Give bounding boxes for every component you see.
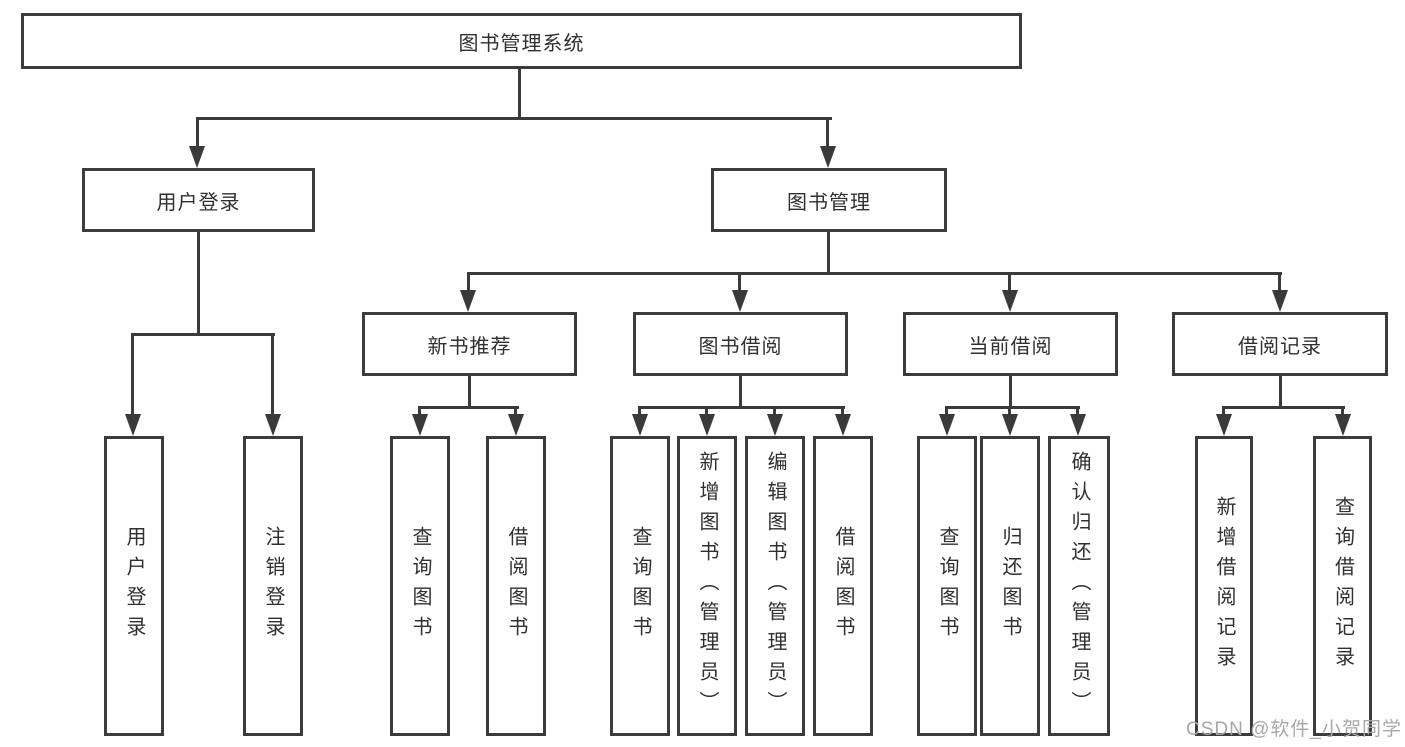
connector-line: [1222, 406, 1225, 417]
connector-line: [638, 406, 845, 409]
node-user-login: 用户登录: [82, 168, 315, 232]
connector-line: [1278, 272, 1281, 293]
leaf-label: 借阅图书: [505, 526, 527, 646]
leaf-query-books-current: 查询图书: [917, 436, 977, 736]
node-label: 借阅记录: [1238, 335, 1322, 358]
connector-line: [1341, 406, 1344, 417]
connector-line: [196, 117, 832, 120]
node-book-borrow: 图书借阅: [633, 312, 848, 376]
leaf-edit-book-admin: 编辑图书（管理员）: [745, 436, 805, 736]
connector-line: [1008, 406, 1011, 417]
connector-line: [518, 69, 521, 120]
arrow-down-icon: [767, 414, 783, 436]
arrow-down-icon: [732, 290, 748, 312]
leaf-add-book-admin: 新增图书（管理员）: [677, 436, 737, 736]
connector-line: [196, 117, 199, 150]
connector-line: [773, 406, 776, 417]
arrow-down-icon: [1335, 414, 1351, 436]
connector-line: [418, 406, 519, 409]
leaf-borrow-books: 借阅图书: [813, 436, 873, 736]
connector-line: [841, 406, 844, 417]
connector-line: [1008, 272, 1011, 293]
connector-line: [738, 272, 741, 293]
arrow-down-icon: [1070, 414, 1086, 436]
leaf-query-books-recommend: 查询图书: [390, 436, 450, 736]
leaf-label: 确认归还（管理员）: [1068, 451, 1090, 721]
leaf-confirm-return-admin: 确认归还（管理员）: [1048, 436, 1110, 736]
leaf-label: 查询图书: [409, 526, 431, 646]
connector-line: [468, 376, 471, 409]
connector-line: [1279, 376, 1282, 409]
leaf-label: 用户登录: [123, 526, 145, 646]
connector-line: [945, 406, 1080, 409]
connector-line: [197, 232, 200, 336]
arrow-down-icon: [820, 146, 836, 168]
leaf-query-borrow-record: 查询借阅记录: [1313, 436, 1372, 736]
connector-line: [1076, 406, 1079, 417]
arrow-down-icon: [835, 414, 851, 436]
leaf-label: 查询图书: [936, 526, 958, 646]
leaf-query-books-borrow: 查询图书: [610, 436, 670, 736]
arrow-down-icon: [699, 414, 715, 436]
node-library-system-root: 图书管理系统: [21, 13, 1022, 69]
connector-line: [131, 333, 134, 416]
csdn-watermark: CSDN @软件_小贺同学: [1186, 719, 1402, 740]
arrow-down-icon: [189, 146, 205, 168]
arrow-down-icon: [265, 414, 281, 436]
leaf-logout-login: 注销登录: [243, 436, 303, 736]
leaf-label: 查询图书: [629, 526, 651, 646]
node-new-book-recommend: 新书推荐: [362, 312, 577, 376]
leaf-label: 注销登录: [262, 526, 284, 646]
arrow-down-icon: [508, 414, 524, 436]
arrow-down-icon: [1216, 414, 1232, 436]
connector-line: [467, 272, 1282, 275]
node-label: 图书管理: [787, 191, 871, 214]
arrow-down-icon: [1002, 414, 1018, 436]
node-borrow-records: 借阅记录: [1172, 312, 1388, 376]
leaf-label: 借阅图书: [832, 526, 854, 646]
arrow-down-icon: [412, 414, 428, 436]
node-book-management: 图书管理: [711, 168, 947, 232]
arrow-down-icon: [125, 414, 141, 436]
node-label: 图书借阅: [698, 335, 783, 358]
arrow-down-icon: [632, 414, 648, 436]
node-label: 用户登录: [156, 191, 241, 214]
leaf-label: 新增图书（管理员）: [696, 451, 718, 721]
node-current-borrow: 当前借阅: [903, 312, 1118, 376]
connector-line: [826, 117, 829, 150]
connector-line: [739, 376, 742, 409]
leaf-borrow-books-recommend: 借阅图书: [486, 436, 546, 736]
arrow-down-icon: [939, 414, 955, 436]
arrow-down-icon: [1272, 290, 1288, 312]
connector-line: [131, 333, 275, 336]
node-label: 当前借阅: [968, 335, 1053, 358]
connector-line: [467, 272, 470, 293]
arrow-down-icon: [460, 290, 476, 312]
leaf-user-login: 用户登录: [104, 436, 164, 736]
arrow-down-icon: [1002, 290, 1018, 312]
connector-line: [514, 406, 517, 417]
node-label: 新书推荐: [427, 335, 512, 358]
leaf-return-book: 归还图书: [980, 436, 1040, 736]
connector-line: [1222, 406, 1345, 409]
leaf-label: 归还图书: [999, 526, 1021, 646]
connector-line: [418, 406, 421, 417]
connector-line: [638, 406, 641, 417]
connector-line: [271, 333, 274, 416]
leaf-label: 编辑图书（管理员）: [764, 451, 786, 721]
leaf-label: 查询借阅记录: [1331, 496, 1354, 676]
connector-line: [945, 406, 948, 417]
leaf-label: 新增借阅记录: [1213, 496, 1235, 676]
connector-line: [1009, 376, 1012, 409]
connector-line: [705, 406, 708, 417]
leaf-add-borrow-record: 新增借阅记录: [1195, 436, 1253, 736]
node-label: 图书管理系统: [458, 32, 585, 55]
connector-line: [827, 232, 830, 275]
